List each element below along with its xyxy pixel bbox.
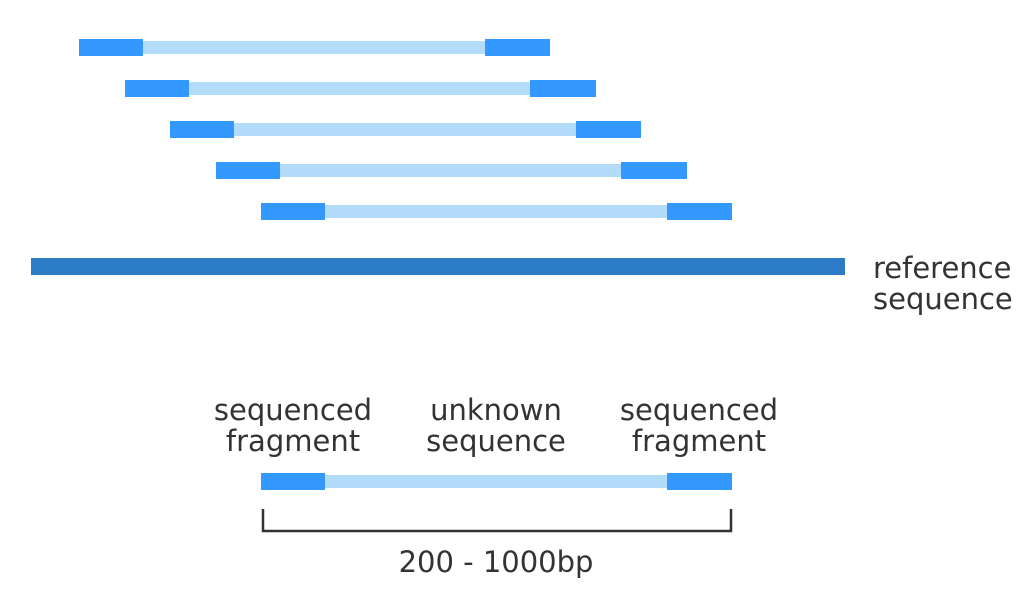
insert-segment bbox=[189, 82, 530, 95]
insert-segment bbox=[280, 164, 621, 177]
right-read-end bbox=[621, 162, 687, 179]
right-fragment-label-line2: fragment bbox=[632, 424, 766, 458]
left-read-end bbox=[170, 121, 234, 138]
read-pair-2 bbox=[125, 80, 596, 97]
read-pair-3 bbox=[170, 121, 641, 138]
read-pair-1 bbox=[79, 39, 550, 56]
unknown-sequence-label-line2: sequence bbox=[426, 424, 566, 458]
unknown-sequence-label-line1: unknown bbox=[430, 393, 562, 427]
insert-length-label: 200 - 1000bp bbox=[399, 545, 594, 579]
left-fragment-label-line1: sequenced bbox=[214, 393, 372, 427]
legend: sequenced fragment unknown sequence sequ… bbox=[214, 393, 778, 579]
read-pair-4 bbox=[216, 162, 687, 179]
reference-label-line1: reference bbox=[873, 251, 1011, 285]
right-read-end bbox=[667, 203, 732, 220]
right-fragment-label-line1: sequenced bbox=[620, 393, 778, 427]
read-pairs bbox=[79, 39, 732, 220]
left-read-end bbox=[261, 203, 325, 220]
legend-left-read-end bbox=[261, 473, 325, 490]
reference-label-line2: sequence bbox=[873, 282, 1013, 316]
insert-segment bbox=[143, 41, 485, 54]
read-pair-5 bbox=[261, 203, 732, 220]
left-read-end bbox=[79, 39, 143, 56]
left-fragment-label-line2: fragment bbox=[226, 424, 360, 458]
left-read-end bbox=[216, 162, 280, 179]
right-read-end bbox=[576, 121, 641, 138]
legend-right-read-end bbox=[667, 473, 732, 490]
length-bracket bbox=[261, 509, 733, 533]
right-read-end bbox=[530, 80, 596, 97]
insert-segment bbox=[234, 123, 576, 136]
right-read-end bbox=[485, 39, 550, 56]
reference-sequence-bar bbox=[31, 258, 845, 275]
legend-read-pair bbox=[261, 473, 732, 490]
left-read-end bbox=[125, 80, 189, 97]
insert-segment bbox=[325, 205, 667, 218]
legend-insert-segment bbox=[325, 475, 667, 488]
